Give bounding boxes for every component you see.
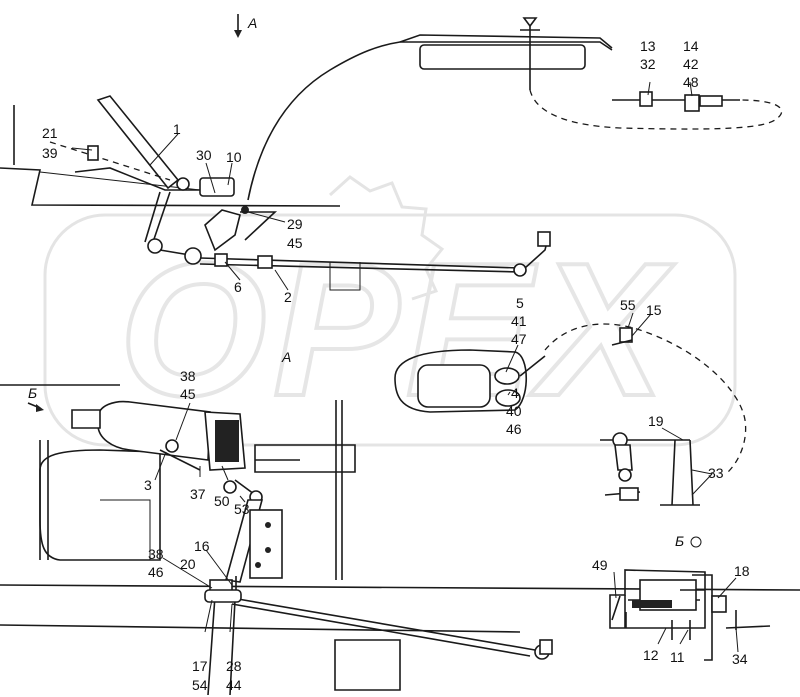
watermark-frame xyxy=(43,213,737,447)
callout-14: 14 xyxy=(683,38,699,54)
callout-13: 13 xyxy=(640,38,656,54)
callout-41: 41 xyxy=(511,313,527,329)
callout-32: 32 xyxy=(640,56,656,72)
callout-19: 19 xyxy=(648,413,664,429)
watermark-gear xyxy=(328,175,445,301)
callouts: 1 21 39 30 10 29 45 6 2 13 32 14 42 48 5… xyxy=(42,38,750,693)
cable-and-valve-top xyxy=(520,17,783,130)
callout-6: 6 xyxy=(234,279,242,295)
view-a-label-top: A xyxy=(247,15,257,31)
callout-46-lower: 46 xyxy=(148,564,164,580)
callout-28: 28 xyxy=(226,658,242,674)
callout-2: 2 xyxy=(284,289,292,305)
callout-16: 16 xyxy=(194,538,210,554)
engine-cover-contour xyxy=(247,34,613,201)
frame-lower xyxy=(0,384,800,691)
callout-15: 15 xyxy=(646,302,662,318)
callout-37: 37 xyxy=(190,486,206,502)
callout-40: 40 xyxy=(506,403,522,419)
callout-55: 55 xyxy=(620,297,636,313)
view-b-label-left: Б xyxy=(28,385,37,401)
hand-lever-1 xyxy=(49,95,235,197)
brake-cylinder xyxy=(71,400,356,504)
callout-30: 30 xyxy=(196,147,212,163)
callout-1: 1 xyxy=(173,121,181,137)
section-a-label: A xyxy=(281,349,291,365)
view-b-arrow xyxy=(27,402,44,412)
cable-route-right xyxy=(544,323,747,506)
callout-46-mid: 46 xyxy=(506,421,522,437)
callout-18: 18 xyxy=(734,563,750,579)
callout-11: 11 xyxy=(670,649,685,665)
callout-38-lower: 38 xyxy=(148,546,164,562)
callout-33: 33 xyxy=(708,465,724,481)
callout-17: 17 xyxy=(192,658,208,674)
callout-4: 4 xyxy=(511,385,519,401)
callout-10: 10 xyxy=(226,149,242,165)
callout-20: 20 xyxy=(180,556,196,572)
callout-38-upper: 38 xyxy=(180,368,196,384)
callout-21: 21 xyxy=(42,125,58,141)
callout-5: 5 xyxy=(516,295,524,311)
hatch-opening xyxy=(394,349,546,413)
view-a-arrow xyxy=(234,14,242,38)
callout-12: 12 xyxy=(643,647,659,663)
callout-45-top: 45 xyxy=(287,235,303,251)
callout-3: 3 xyxy=(144,477,152,493)
callout-53: 53 xyxy=(234,501,250,517)
leader-lines xyxy=(71,81,739,653)
callout-44: 44 xyxy=(226,677,242,693)
callout-45-lower: 45 xyxy=(180,386,196,402)
callout-47: 47 xyxy=(511,331,527,347)
vertical-rod-assembly xyxy=(204,499,553,696)
section-b-circle-mark xyxy=(690,536,702,548)
callout-50: 50 xyxy=(214,493,230,509)
callout-54: 54 xyxy=(192,677,208,693)
callout-39: 39 xyxy=(42,145,58,161)
callout-29: 29 xyxy=(287,216,303,232)
section-b-label: Б xyxy=(675,533,684,549)
callout-49: 49 xyxy=(592,557,608,573)
callout-48: 48 xyxy=(683,74,699,90)
callout-34: 34 xyxy=(732,651,748,667)
pull-rod-2 xyxy=(144,191,551,291)
callout-42: 42 xyxy=(683,56,699,72)
section-b-detail xyxy=(609,569,771,661)
floor-panel xyxy=(0,105,341,207)
